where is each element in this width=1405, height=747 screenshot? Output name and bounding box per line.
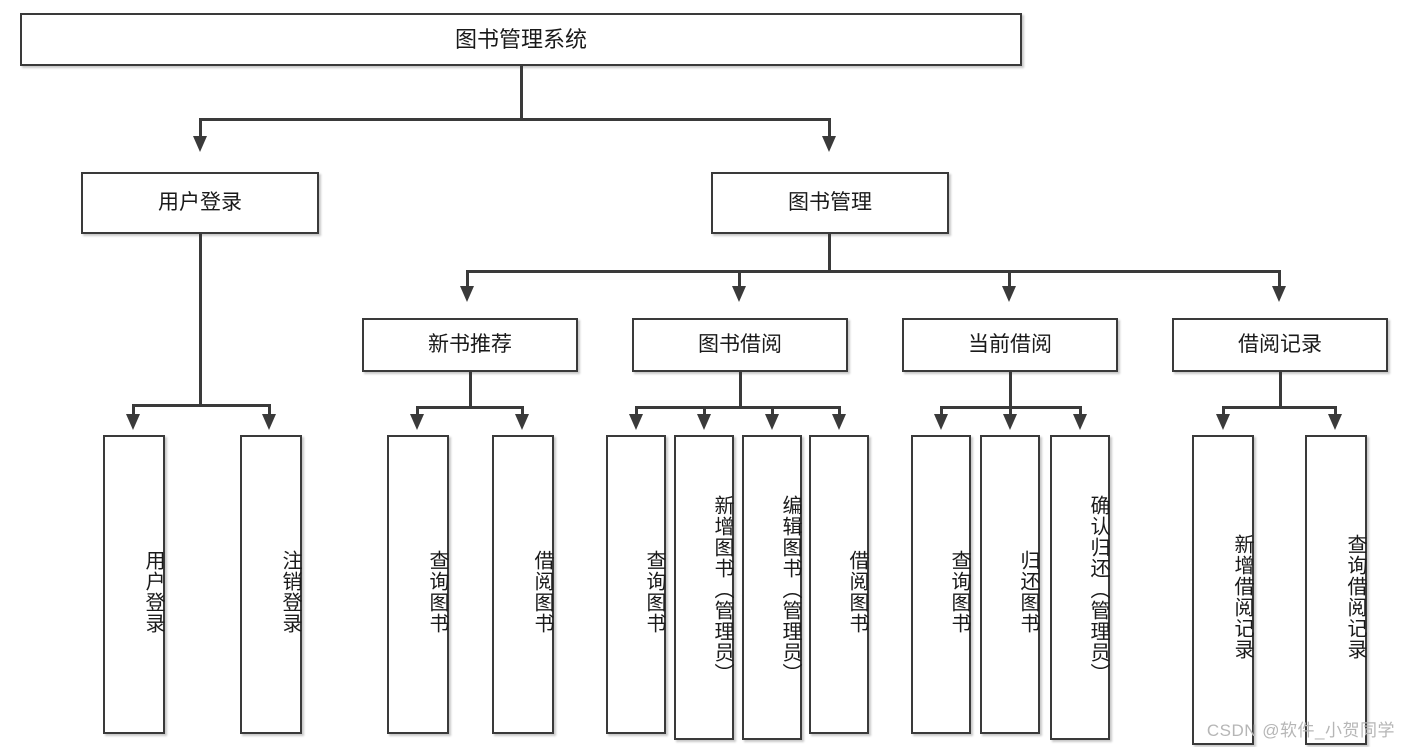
connector-borrow-records-bus	[1222, 406, 1337, 409]
leaf-user-login[interactable]: 用户登录	[103, 435, 165, 734]
connector-cb-leaf3	[1079, 406, 1082, 418]
arrowhead-bb-add-book	[697, 414, 711, 430]
connector-new-book-down	[469, 372, 472, 408]
connector-to-user-login	[199, 118, 202, 140]
node-label: 归还图书	[1017, 549, 1039, 634]
node-label: 查询图书	[643, 549, 665, 634]
node-new-book-recommend[interactable]: 新书推荐	[362, 318, 578, 372]
arrowhead-book-borrow	[732, 286, 746, 302]
arrowhead-leaf-user-login	[126, 414, 140, 430]
arrowhead-bb-query-book	[629, 414, 643, 430]
leaf-bb-query-book[interactable]: 查询图书	[606, 435, 666, 734]
connector-new-book-bus	[416, 406, 524, 409]
node-book-borrow[interactable]: 图书借阅	[632, 318, 848, 372]
connector-user-login-bus	[132, 404, 271, 407]
leaf-logout[interactable]: 注销登录	[240, 435, 302, 734]
arrowhead-cb-return-book	[1003, 414, 1017, 430]
arrowhead-bb-edit-book	[765, 414, 779, 430]
node-book-management[interactable]: 图书管理	[711, 172, 949, 234]
connector-to-borrow-records	[1278, 270, 1281, 290]
arrowhead-borrow-records	[1272, 286, 1286, 302]
leaf-bb-edit-book[interactable]: 编辑图书（管理员）	[742, 435, 802, 740]
node-root-system[interactable]: 图书管理系统	[20, 13, 1022, 66]
node-label: 用户登录	[158, 190, 242, 214]
connector-cb-leaf1	[940, 406, 943, 418]
leaf-nb-borrow-book[interactable]: 借阅图书	[492, 435, 554, 734]
connector-to-new-book	[466, 270, 469, 290]
node-borrow-records[interactable]: 借阅记录	[1172, 318, 1388, 372]
node-label: 新增借阅记录	[1231, 534, 1253, 660]
arrowhead-leaf-logout	[262, 414, 276, 430]
node-label: 借阅图书	[846, 549, 868, 634]
connector-new-book-leaf1	[416, 406, 419, 418]
connector-bb-leaf4	[838, 406, 841, 418]
connector-new-book-leaf2	[521, 406, 524, 418]
connector-bb-leaf2	[703, 406, 706, 418]
connector-to-book-mgmt	[828, 118, 831, 140]
connector-current-borrow-down	[1009, 372, 1012, 408]
arrowhead-br-add-record	[1216, 414, 1230, 430]
node-label: 借阅记录	[1238, 332, 1322, 356]
connector-book-mgmt-down	[828, 234, 831, 272]
arrowhead-cb-query-book	[934, 414, 948, 430]
arrowhead-current-borrow	[1002, 286, 1016, 302]
connector-level3-bus	[466, 270, 1281, 273]
connector-br-leaf1	[1222, 406, 1225, 418]
connector-borrow-records-down	[1279, 372, 1282, 408]
arrowhead-cb-confirm-return	[1073, 414, 1087, 430]
leaf-cb-query-book[interactable]: 查询图书	[911, 435, 971, 734]
node-label: 查询图书	[426, 549, 448, 634]
arrowhead-nb-query-book	[410, 414, 424, 430]
connector-user-login-leaf2	[268, 404, 271, 418]
node-label: 查询借阅记录	[1344, 534, 1366, 660]
connector-to-book-borrow	[738, 270, 741, 290]
connector-bb-leaf3	[771, 406, 774, 418]
node-label: 当前借阅	[968, 332, 1052, 356]
leaf-br-query-record[interactable]: 查询借阅记录	[1305, 435, 1367, 745]
node-user-login[interactable]: 用户登录	[81, 172, 319, 234]
leaf-cb-return-book[interactable]: 归还图书	[980, 435, 1040, 734]
node-label: 确认归还（管理员）	[1087, 495, 1109, 684]
connector-root-down	[520, 66, 523, 120]
arrowhead-book-mgmt	[822, 136, 836, 152]
leaf-cb-confirm-return[interactable]: 确认归还（管理员）	[1050, 435, 1110, 740]
leaf-nb-query-book[interactable]: 查询图书	[387, 435, 449, 734]
arrowhead-br-query-record	[1328, 414, 1342, 430]
connector-bb-leaf1	[635, 406, 638, 418]
node-label: 用户登录	[142, 549, 164, 634]
arrowhead-user-login	[193, 136, 207, 152]
node-label: 图书借阅	[698, 332, 782, 356]
node-label: 查询图书	[948, 549, 970, 634]
connector-book-borrow-bus	[635, 406, 840, 409]
node-label: 图书管理	[788, 190, 872, 214]
node-label: 编辑图书（管理员）	[779, 495, 801, 684]
connector-cb-leaf2	[1009, 406, 1012, 418]
node-label: 图书管理系统	[454, 26, 587, 52]
leaf-bb-add-book[interactable]: 新增图书（管理员）	[674, 435, 734, 740]
node-current-borrow[interactable]: 当前借阅	[902, 318, 1118, 372]
node-label: 借阅图书	[531, 549, 553, 634]
leaf-bb-borrow-book[interactable]: 借阅图书	[809, 435, 869, 734]
arrowhead-new-book	[460, 286, 474, 302]
connector-root-bus	[199, 118, 831, 121]
connector-br-leaf2	[1334, 406, 1337, 418]
arrowhead-bb-borrow-book	[832, 414, 846, 430]
node-label: 新增图书（管理员）	[711, 495, 733, 684]
node-label: 注销登录	[279, 549, 301, 634]
connector-user-login-down	[199, 234, 202, 406]
connector-book-borrow-down	[739, 372, 742, 408]
connector-user-login-leaf1	[132, 404, 135, 418]
node-label: 新书推荐	[428, 332, 512, 356]
leaf-br-add-record[interactable]: 新增借阅记录	[1192, 435, 1254, 745]
connector-to-current-borrow	[1008, 270, 1011, 290]
arrowhead-nb-borrow-book	[515, 414, 529, 430]
